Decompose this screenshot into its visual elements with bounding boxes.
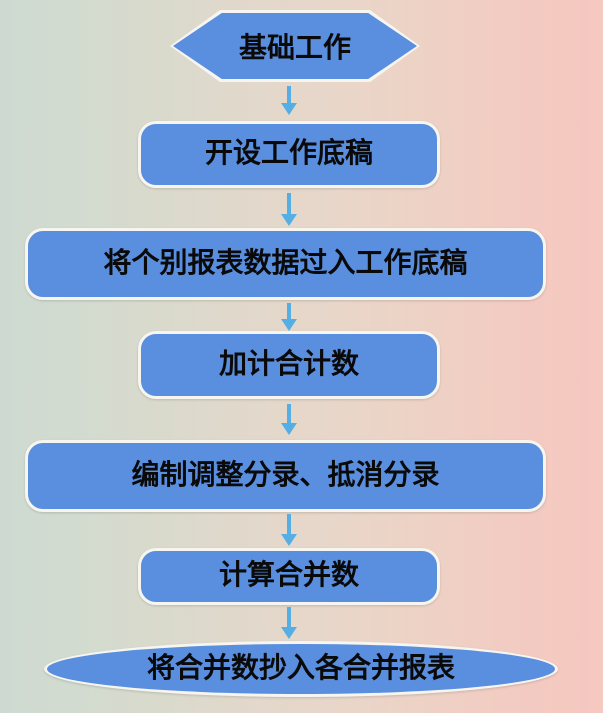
flow-arrow-down-icon [281,193,297,226]
flow-node-end: 将合并数抄入各合并报表 [44,641,558,697]
flow-node-step3-label: 加计合计数 [218,348,359,380]
flow-node-step1: 开设工作底稿 [138,121,440,188]
flow-node-step3: 加计合计数 [138,331,440,399]
flow-arrow-down-icon [281,86,297,115]
flow-node-start-label: 基础工作 [238,33,351,64]
flow-node-step5-label: 计算合并数 [218,560,359,592]
flow-node-step1-label: 开设工作底稿 [204,138,373,170]
flow-node-step4-label: 编制调整分录、抵消分录 [131,459,440,491]
flow-arrow-down-icon [281,404,297,435]
flow-arrow-down-icon [281,607,297,639]
flow-node-end-label: 将合并数抄入各合并报表 [146,652,455,684]
flow-node-step2-label: 将个别报表数据过入工作底稿 [103,247,468,279]
flow-node-step4: 编制调整分录、抵消分录 [25,440,546,512]
flow-arrow-down-icon [281,303,297,331]
flow-arrow-down-icon [281,514,297,546]
flow-node-step5: 计算合并数 [138,548,440,605]
flow-node-step2: 将个别报表数据过入工作底稿 [25,228,546,300]
flow-node-start: 基础工作 [170,10,420,82]
